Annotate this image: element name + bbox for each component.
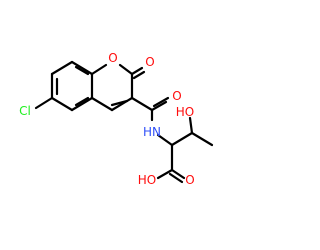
bond <box>190 131 214 147</box>
atom-oh-side: HO <box>176 105 194 119</box>
bond <box>170 168 186 180</box>
bond <box>110 96 134 112</box>
bond <box>50 96 74 112</box>
bond <box>118 63 134 76</box>
bond <box>168 172 184 184</box>
atom-oh-acid: HO <box>138 173 156 187</box>
bond <box>130 96 154 112</box>
atom-o-acid: O <box>185 173 194 187</box>
bond <box>90 96 114 112</box>
bond <box>156 133 174 147</box>
bond <box>156 168 174 180</box>
bond <box>170 131 194 147</box>
atom-o-carbonyl-ring: O <box>145 55 154 69</box>
atom-cl: Cl <box>19 104 31 118</box>
bond <box>70 60 94 76</box>
bond <box>188 116 194 135</box>
atom-nh: HN <box>143 125 161 139</box>
bond <box>74 65 90 76</box>
atom-o-ring: O <box>108 51 117 65</box>
bond <box>132 70 146 80</box>
atom-labels: O O Cl O HN HO HO O <box>19 51 195 187</box>
bond <box>110 99 129 107</box>
bond <box>74 96 90 107</box>
bond <box>152 96 170 108</box>
structure-canvas: O O Cl O HN HO HO O <box>19 51 214 187</box>
bond <box>70 96 94 112</box>
bond <box>50 60 74 76</box>
bond <box>34 96 54 110</box>
molecule-structure: O O Cl O HN HO HO O <box>19 51 214 187</box>
bond <box>90 63 108 76</box>
bond <box>130 66 144 76</box>
bonds <box>34 60 214 184</box>
atom-o-amide: O <box>172 89 181 103</box>
bond <box>150 100 168 112</box>
